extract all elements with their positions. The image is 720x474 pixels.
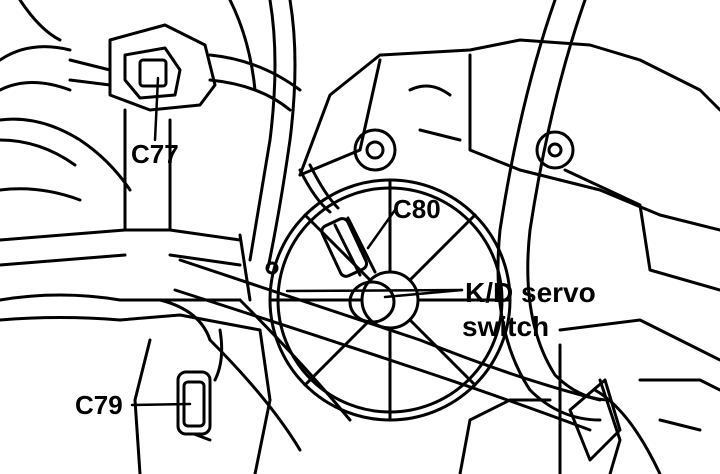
lower-left-housing	[118, 298, 272, 474]
kd-servo-leader-long	[285, 288, 464, 293]
c80-leader	[366, 208, 397, 250]
c77-connector	[68, 23, 302, 112]
c77-leader	[153, 76, 160, 142]
label-c79: C79	[75, 390, 123, 420]
kd-servo-switch-body	[333, 216, 396, 324]
label-kd-servo-line1: K/D servo	[465, 277, 596, 308]
label-c77: C77	[131, 139, 179, 169]
left-harness-and-tubes	[0, 0, 297, 322]
label-kd-servo-line2: switch	[462, 311, 549, 342]
servo-cover	[265, 178, 512, 422]
leader-lines	[130, 76, 464, 407]
label-c80: C80	[393, 194, 441, 224]
wiring-harness-main	[496, 0, 662, 474]
transmission-case	[298, 38, 720, 474]
c80-connector	[298, 163, 369, 278]
c79-leader	[130, 402, 192, 407]
